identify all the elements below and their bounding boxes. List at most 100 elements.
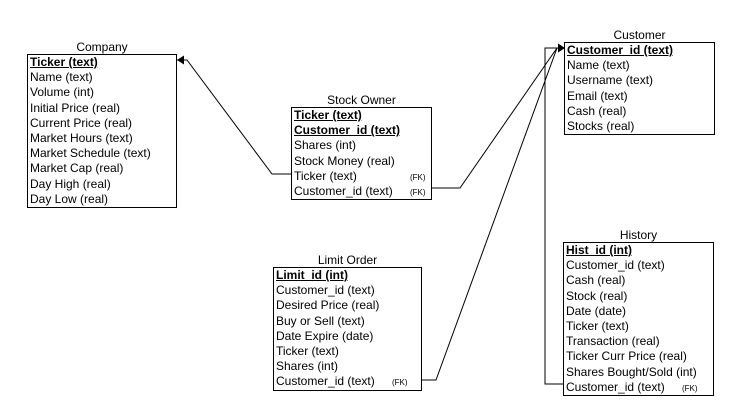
fk-marker: (FK) [410, 172, 426, 182]
entity-history: History Hist_id (int)Customer_id (text)C… [563, 229, 714, 396]
attribute-label: Transaction (real) [566, 334, 660, 349]
attribute-label: Customer_id (text) [294, 123, 401, 138]
entity-title: Company [76, 40, 128, 54]
attribute: Day High (real) [30, 177, 174, 192]
entity-company: Company Ticker (text)Name (text)Volume (… [27, 41, 177, 208]
attribute: Day Low (real) [30, 192, 174, 207]
attribute: Market Hours (text) [30, 131, 174, 146]
primary-key-attribute: Limit_id (int) [276, 268, 419, 283]
primary-key-attribute: Customer_id (text) [567, 43, 712, 58]
primary-key-attribute: Ticker (text) [30, 55, 174, 70]
entity-attributes: Limit_id (int)Customer_id (text)Desired … [273, 267, 422, 391]
attribute-label: Ticker (text) [30, 55, 98, 69]
attribute: Customer_id (text) [566, 258, 711, 273]
attribute-label: Cash (real) [567, 103, 627, 118]
relationship-line-history-customer [544, 47, 565, 385]
attribute-label: Limit_id (int) [276, 268, 348, 282]
attribute-label: Customer_id (text) [294, 183, 393, 198]
attribute-label: Ticker (text) [294, 168, 357, 183]
attribute-label: Ticker (text) [276, 343, 339, 358]
attribute-label: Day Low (real) [30, 191, 109, 206]
attribute-label: Current Price (real) [30, 115, 133, 130]
arrowhead-company [177, 55, 184, 65]
attribute: Buy or Sell (text) [276, 314, 419, 329]
foreign-key-attribute: Customer_id (text) (FK) [294, 184, 429, 199]
primary-key-attribute: Ticker (text) [294, 108, 429, 123]
attribute-label: Customer_id (text) [567, 43, 674, 57]
attribute-label: Stock Money (real) [294, 153, 395, 168]
entity-customer: Customer Customer_id (text)Name (text)Us… [564, 28, 715, 136]
attribute-label: Shares (int) [276, 359, 339, 374]
attribute-label: Shares (int) [294, 138, 357, 153]
attribute: Ticker (text) [566, 319, 711, 334]
entity-attributes: Hist_id (int)Customer_id (text)Cash (rea… [563, 242, 714, 396]
attribute: Market Schedule (text) [30, 146, 174, 161]
attribute-label: Stock (real) [566, 288, 628, 303]
attribute-label: Username (text) [567, 73, 654, 88]
fk-marker: (FK) [392, 378, 408, 388]
attribute: Cash (real) [567, 104, 712, 119]
attribute-label: Cash (real) [566, 273, 626, 288]
attribute-label: Ticker Curr Price (real) [566, 349, 687, 364]
relationship-line-limitorder-customer [422, 47, 558, 381]
attribute-label: Day High (real) [30, 176, 111, 191]
attribute: Ticker (text) [276, 344, 419, 359]
attribute: Current Price (real) [30, 116, 174, 131]
attribute: Name (text) [30, 70, 174, 85]
attribute-label: Stocks (real) [567, 118, 635, 133]
attribute: Stock (real) [566, 289, 711, 304]
attribute-label: Email (text) [567, 88, 628, 103]
attribute: Stocks (real) [567, 119, 712, 134]
attribute-label: Desired Price (real) [276, 298, 380, 313]
attribute: Email (text) [567, 89, 712, 104]
attribute-label: Shares Bought/Sold (int) [566, 364, 697, 379]
foreign-key-attribute: Ticker (text) (FK) [294, 169, 429, 184]
foreign-key-attribute: Customer_id (text) (FK) [276, 374, 419, 389]
attribute: Shares (int) [294, 138, 429, 153]
entity-attributes: Ticker (text)Customer_id (text)Shares (i… [291, 107, 432, 201]
attribute: Name (text) [567, 58, 712, 73]
attribute: Customer_id (text) [276, 283, 419, 298]
attribute-label: Buy or Sell (text) [276, 313, 365, 328]
relationship-line-stockowner-company [177, 59, 292, 175]
entity-attributes: Customer_id (text)Name (text)Username (t… [564, 42, 715, 136]
attribute-label: Ticker (text) [566, 318, 629, 333]
attribute: Market Cap (real) [30, 161, 174, 176]
attribute: Date (date) [566, 304, 711, 319]
entity-title: History [619, 228, 658, 242]
attribute: Transaction (real) [566, 334, 711, 349]
attribute-label: Market Hours (text) [30, 130, 133, 145]
attribute: Cash (real) [566, 273, 711, 288]
attribute: Stock Money (real) [294, 154, 429, 169]
entity-limit-order: Limit Order Limit_id (int)Customer_id (t… [273, 254, 422, 391]
attribute-label: Market Cap (real) [30, 161, 124, 176]
entity-title: Stock Owner [327, 93, 396, 107]
attribute-label: Ticker (text) [294, 108, 362, 122]
attribute: Initial Price (real) [30, 101, 174, 116]
attribute-label: Customer_id (text) [566, 258, 665, 273]
primary-key-attribute: Hist_id (int) [566, 243, 711, 258]
attribute-label: Name (text) [30, 70, 93, 85]
fk-marker: (FK) [682, 383, 698, 393]
attribute-label: Volume (int) [30, 85, 95, 100]
attribute: Desired Price (real) [276, 298, 419, 313]
attribute-label: Customer_id (text) [276, 374, 375, 389]
attribute-label: Hist_id (int) [566, 243, 632, 257]
fk-marker: (FK) [410, 187, 426, 197]
entity-title: Customer [613, 28, 666, 42]
attribute: Date Expire (date) [276, 329, 419, 344]
attribute-label: Name (text) [567, 58, 630, 73]
attribute-label: Date (date) [566, 303, 627, 318]
attribute: Username (text) [567, 73, 712, 88]
foreign-key-attribute: Customer_id (text)(FK) [566, 380, 711, 395]
arrowhead-customer [558, 43, 565, 53]
entity-stock-owner: Stock Owner Ticker (text)Customer_id (te… [291, 93, 432, 201]
attribute: Volume (int) [30, 85, 174, 100]
attribute-label: Market Schedule (text) [30, 146, 151, 161]
attribute: Shares Bought/Sold (int) [566, 365, 711, 380]
attribute-label: Date Expire (date) [276, 328, 374, 343]
attribute-label: Customer_id (text) [276, 283, 375, 298]
attribute: Ticker Curr Price (real) [566, 349, 711, 364]
attribute: Shares (int) [276, 359, 419, 374]
